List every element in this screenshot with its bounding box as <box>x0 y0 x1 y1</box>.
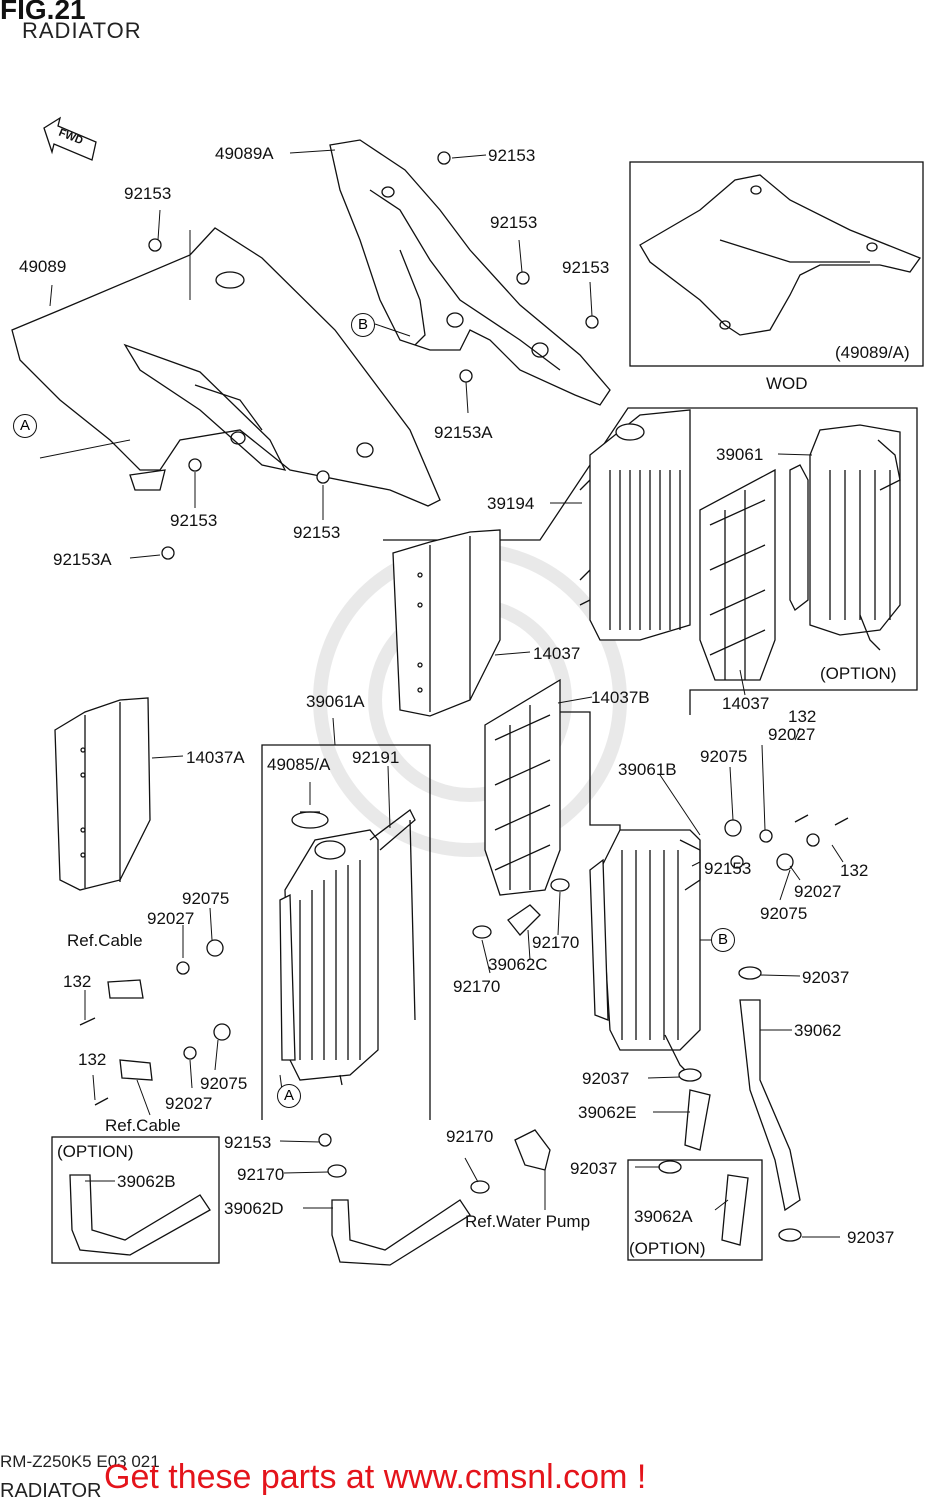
radiator-shroud-left <box>11 227 441 507</box>
radiator-cap <box>291 811 329 829</box>
hose-39062B <box>69 1174 211 1256</box>
marker-b: B <box>351 313 375 337</box>
option-label: (OPTION) <box>820 664 897 683</box>
hose-39062A <box>721 1174 749 1246</box>
part-label-92191[interactable]: 92191 <box>352 748 400 767</box>
part-label-39062[interactable]: 39062 <box>794 1021 842 1040</box>
marker-b: B <box>711 928 735 952</box>
part-label-49089A[interactable]: 49089A <box>215 144 274 163</box>
part-label-49089[interactable]: 49089 <box>19 257 67 276</box>
promo-link[interactable]: Get these parts at www.cmsnl.com ! <box>104 1458 647 1496</box>
part-label-92153[interactable]: 92153 <box>293 523 341 542</box>
fwd-arrow-icon <box>43 116 97 161</box>
part-label-92037[interactable]: 92037 <box>582 1069 630 1088</box>
part-label-92153[interactable]: 92153 <box>170 511 218 530</box>
hose-39062D <box>331 1199 471 1266</box>
part-label-92153[interactable]: 92153 <box>224 1133 272 1152</box>
part-label-92027[interactable]: 92027 <box>768 725 816 744</box>
ref-water-pump-label: Ref.Water Pump <box>465 1212 591 1231</box>
part-label-92027[interactable]: 92027 <box>794 882 842 901</box>
part-label-92075[interactable]: 92075 <box>760 904 808 923</box>
water-pump-fitting <box>514 1129 551 1171</box>
radiator-guard-upper <box>392 529 501 717</box>
radiator-39061A-frame <box>261 744 431 1120</box>
part-label-92075[interactable]: 92075 <box>182 889 230 908</box>
part-label-14037[interactable]: 14037 <box>722 694 770 713</box>
part-label-92153[interactable]: 92153 <box>488 146 536 165</box>
radiator-guard-14037A <box>54 697 151 891</box>
option-box-right <box>627 1159 763 1261</box>
part-label-39062E[interactable]: 39062E <box>578 1103 637 1122</box>
part-label-92153[interactable]: 92153 <box>124 184 172 203</box>
part-label-132[interactable]: 132 <box>78 1050 107 1069</box>
part-label-92153[interactable]: 92153 <box>490 213 538 232</box>
part-label-39062B[interactable]: 39062B <box>117 1172 176 1191</box>
radiator-39194 <box>579 409 691 641</box>
option-label: (OPTION) <box>57 1142 134 1161</box>
diagram-code-subtitle: RADIATOR <box>0 1480 102 1502</box>
hose-39062C <box>507 904 541 936</box>
hose-39062 <box>739 999 801 1212</box>
figure-subtitle: RADIATOR <box>22 18 142 43</box>
radiator-39061B <box>589 829 701 1076</box>
part-label-92075[interactable]: 92075 <box>200 1074 248 1093</box>
marker-a: A <box>277 1084 301 1108</box>
radiator-guard-mesh <box>699 468 776 681</box>
part-label-132[interactable]: 132 <box>63 972 92 991</box>
part-label-39062D[interactable]: 39062D <box>224 1199 284 1218</box>
part-label-39062C[interactable]: 39062C <box>488 955 548 974</box>
part-label-39061A[interactable]: 39061A <box>306 692 365 711</box>
part-label-132[interactable]: 132 <box>788 707 817 726</box>
part-label-92027[interactable]: 92027 <box>165 1094 213 1113</box>
part-label-92153A[interactable]: 92153A <box>53 550 112 569</box>
part-label-92153[interactable]: 92153 <box>562 258 610 277</box>
part-label-92170[interactable]: 92170 <box>453 977 501 996</box>
wod-box <box>629 161 924 367</box>
part-label-39194[interactable]: 39194 <box>487 494 535 513</box>
part-label-14037[interactable]: 14037 <box>533 644 581 663</box>
part-label-14037B[interactable]: 14037B <box>591 688 650 707</box>
part-label-92037[interactable]: 92037 <box>802 968 850 987</box>
radiator-shroud-upper <box>329 139 611 406</box>
part-label-92170[interactable]: 92170 <box>446 1127 494 1146</box>
ref-cable-label: Ref.Cable <box>105 1116 181 1135</box>
part-label-92037[interactable]: 92037 <box>570 1159 618 1178</box>
option-label: (OPTION) <box>629 1239 706 1258</box>
ref-cable-label: Ref.Cable <box>67 931 143 950</box>
part-label-92170[interactable]: 92170 <box>237 1165 285 1184</box>
fasteners <box>79 151 849 1242</box>
part-label-49085A[interactable]: 49085/A <box>267 755 331 774</box>
radiator-guard-14037B <box>484 678 561 896</box>
wod-part-label[interactable]: (49089/A) <box>835 343 910 362</box>
part-label-39061B[interactable]: 39061B <box>618 760 677 779</box>
part-label-14037A[interactable]: 14037A <box>186 748 245 767</box>
option-group-frame <box>383 407 918 715</box>
part-label-39062A[interactable]: 39062A <box>634 1207 693 1226</box>
part-label-92153[interactable]: 92153 <box>704 859 752 878</box>
part-label-92170[interactable]: 92170 <box>532 933 580 952</box>
radiator-39061-option <box>789 424 901 651</box>
hose-39062E <box>684 1089 711 1151</box>
wod-label: WOD <box>766 374 808 393</box>
radiator-39061A <box>279 809 416 1086</box>
part-label-92027[interactable]: 92027 <box>147 909 195 928</box>
diagram-code: RM-Z250K5 E03 021 <box>0 1452 160 1471</box>
part-label-132[interactable]: 132 <box>840 861 869 880</box>
part-label-92075[interactable]: 92075 <box>700 747 748 766</box>
option-box-left <box>51 1136 220 1264</box>
marker-a: A <box>13 414 37 438</box>
leader-lines <box>39 149 844 1238</box>
part-label-39061[interactable]: 39061 <box>716 445 764 464</box>
wod-shroud <box>639 174 922 336</box>
part-label-92037[interactable]: 92037 <box>847 1228 895 1247</box>
figure-title: FIG.21 <box>0 0 86 25</box>
part-label-92153A[interactable]: 92153A <box>434 423 493 442</box>
